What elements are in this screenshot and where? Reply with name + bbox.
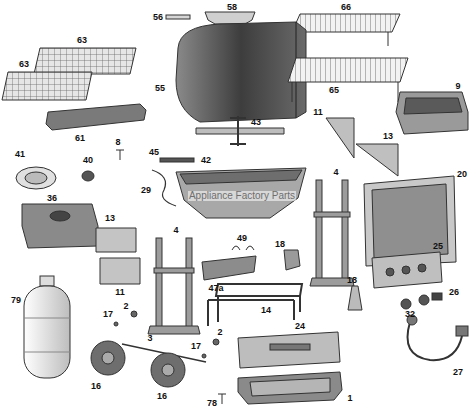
callout-number: 13 — [382, 131, 394, 141]
bracket — [326, 118, 354, 158]
callout-number: 58 — [226, 2, 238, 12]
leg-frame — [148, 238, 200, 334]
callout-number: 18 — [274, 239, 286, 249]
screw — [116, 150, 124, 160]
grease-tray — [238, 372, 342, 404]
callout-number: 63 — [76, 35, 88, 45]
callout-number: 16 — [156, 391, 168, 401]
callout-number: 36 — [46, 193, 58, 203]
control-panel — [372, 252, 442, 288]
bracket — [100, 258, 140, 284]
bracket — [96, 228, 136, 252]
firebox — [176, 168, 306, 218]
clip — [284, 250, 300, 270]
callout-number: 2 — [122, 301, 129, 311]
knob — [82, 171, 94, 181]
wheel — [91, 341, 125, 375]
callout-number: 42 — [200, 155, 212, 165]
clip — [348, 286, 362, 310]
callout-number: 2 — [216, 327, 223, 337]
callout-number: 45 — [148, 147, 160, 157]
callout-number: 29 — [140, 185, 152, 195]
nut — [213, 339, 219, 345]
hook — [232, 246, 254, 250]
regulator-hose — [408, 322, 463, 360]
side-burner — [16, 167, 56, 189]
rack — [288, 58, 408, 82]
callout-number: 8 — [114, 137, 121, 147]
callout-number: 17 — [190, 341, 202, 351]
burner — [196, 128, 284, 134]
hood-bar — [166, 15, 190, 19]
knob — [419, 295, 429, 305]
callout-number: 13 — [104, 213, 116, 223]
callout-number: 24 — [294, 321, 306, 331]
callout-number: 16 — [90, 381, 102, 391]
callout-number: 66 — [340, 2, 352, 12]
callout-number: 43 — [250, 117, 262, 127]
screw — [218, 394, 226, 404]
callout-number: 20 — [456, 169, 468, 179]
leg-frame — [310, 180, 354, 286]
bracket — [356, 144, 398, 176]
nut — [131, 311, 137, 317]
igniter-wire — [152, 170, 176, 206]
clip — [114, 322, 118, 326]
side-shelf — [396, 92, 468, 134]
callout-number: 18 — [346, 275, 358, 285]
callout-number: 40 — [82, 155, 94, 165]
cooking-grate — [34, 48, 136, 74]
watermark: Appliance Factory Parts — [188, 191, 296, 201]
hood — [176, 22, 306, 122]
door-panel — [364, 176, 456, 266]
igniter-button — [432, 293, 442, 300]
callout-number: 4 — [172, 225, 179, 235]
propane-tank — [24, 276, 70, 378]
side-shelf — [22, 204, 98, 248]
callout-number: 79 — [10, 295, 22, 305]
callout-number: 11 — [114, 287, 126, 297]
warming-rack — [292, 14, 400, 32]
callout-number: 4 — [332, 167, 339, 177]
callout-number: 49 — [236, 233, 248, 243]
callout-number: 25 — [432, 241, 444, 251]
heat-shield — [202, 256, 256, 280]
callout-number: 78 — [206, 398, 218, 408]
drawer — [238, 332, 340, 368]
callout-number: 56 — [152, 12, 164, 22]
callout-number: 55 — [154, 83, 166, 93]
callout-number: 63 — [18, 59, 30, 69]
callout-number: 65 — [328, 85, 340, 95]
bottom-frame — [216, 284, 302, 296]
callout-number: 41 — [14, 149, 26, 159]
callout-number: 27 — [452, 367, 464, 377]
clip — [202, 354, 206, 358]
callout-number: 17 — [102, 309, 114, 319]
bar — [160, 158, 194, 162]
callout-number: 47a — [207, 283, 224, 293]
wheel — [151, 353, 185, 387]
cooking-grate — [2, 72, 92, 100]
callout-number: 1 — [346, 393, 353, 403]
heat-plate — [46, 104, 146, 130]
callout-number: 26 — [448, 287, 460, 297]
callout-number: 9 — [454, 81, 461, 91]
handle — [205, 12, 255, 24]
callout-number: 3 — [146, 333, 153, 343]
callout-number: 14 — [260, 305, 272, 315]
callout-number: 61 — [74, 133, 86, 143]
callout-number: 11 — [312, 107, 324, 117]
callout-number: 32 — [404, 309, 416, 319]
knob — [401, 299, 411, 309]
